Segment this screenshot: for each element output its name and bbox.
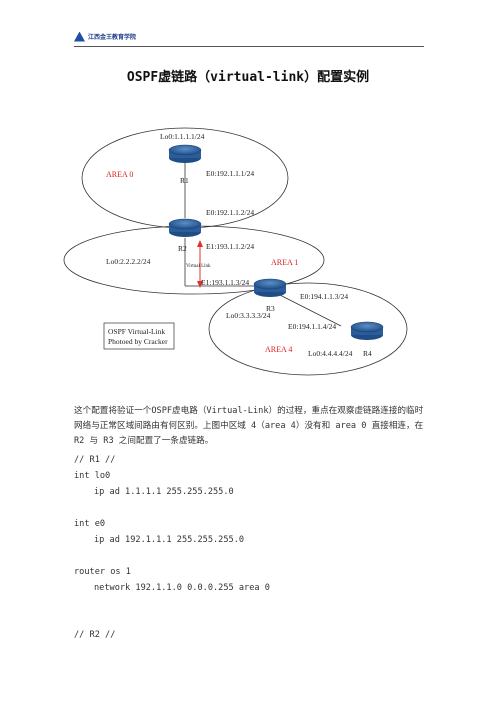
code-router-os: router os 1 — [74, 567, 131, 577]
r4-e0-label: E0:194.1.1.4/24 — [288, 322, 336, 331]
router-r1-icon — [168, 144, 202, 163]
r4-name: R4 — [363, 349, 372, 358]
area1-label: AREA 1 — [271, 258, 298, 267]
arrow-down-icon — [197, 281, 203, 288]
r2-e1-label: E1:193.1.1.2/24 — [206, 242, 254, 251]
logo-text: 江西金王教育学院 — [88, 34, 137, 41]
code-network: network 192.1.1.0 0.0.0.255 area 0 — [94, 583, 270, 593]
arrow-up-icon — [197, 240, 203, 247]
header-logo: 江西金王教育学院 — [74, 31, 140, 42]
r2-e0-label: E0:192.1.1.2/24 — [206, 208, 254, 217]
area4-ellipse — [208, 282, 408, 376]
r3-e0-label: E0:194.1.1.3/24 — [300, 292, 348, 301]
code-r2-comment: // R2 // — [74, 630, 116, 640]
code-ip-e0: ip ad 192.1.1.1 255.255.255.0 — [94, 535, 245, 545]
router-r3-icon — [253, 278, 287, 297]
r2-lo0-label: Lo0:2.2.2.2/24 — [106, 257, 151, 266]
code-ip-lo0: ip ad 1.1.1.1 255.255.255.0 — [94, 487, 234, 497]
router-r2-icon — [168, 218, 202, 237]
caption-line1: OSPF Virtual-Link — [108, 327, 165, 336]
r3-e1-label: E1:193.1.1.3/24 — [201, 278, 249, 287]
code-int-e0: int e0 — [74, 519, 106, 529]
code-r1-comment: // R1 // — [74, 455, 116, 465]
header-rule — [74, 46, 424, 47]
area4-label: AREA 4 — [265, 345, 292, 354]
page-title: OSPF虚链路（virtual-link）配置实例 — [126, 70, 370, 85]
r3-name: R3 — [266, 304, 275, 313]
code-int-lo0: int lo0 — [74, 471, 111, 481]
logo-icon — [74, 31, 85, 42]
r2-name: R2 — [178, 244, 187, 253]
r1-lo0-label: Lo0:1.1.1.1/24 — [160, 132, 205, 141]
intro-paragraph: 这个配置将验证一个OSPF虚电路（Virtual-Link）的过程，重点在观察虚… — [74, 406, 424, 446]
r3-lo0-label: Lo0:3.3.3.3/24 — [226, 311, 271, 320]
r1-e0-label: E0:192.1.1.1/24 — [206, 169, 254, 178]
caption-box — [103, 322, 175, 350]
r4-lo0-label: Lo0:4.4.4.4/24 — [308, 349, 353, 358]
caption-line2: Photoed by Cracker — [108, 337, 168, 346]
area0-label: AREA 0 — [106, 170, 133, 179]
r1-name: R1 — [180, 176, 189, 185]
virtual-link-label: Virtual Link — [186, 264, 211, 269]
router-r4-icon — [350, 321, 384, 340]
link-r3-r4 — [277, 293, 342, 327]
